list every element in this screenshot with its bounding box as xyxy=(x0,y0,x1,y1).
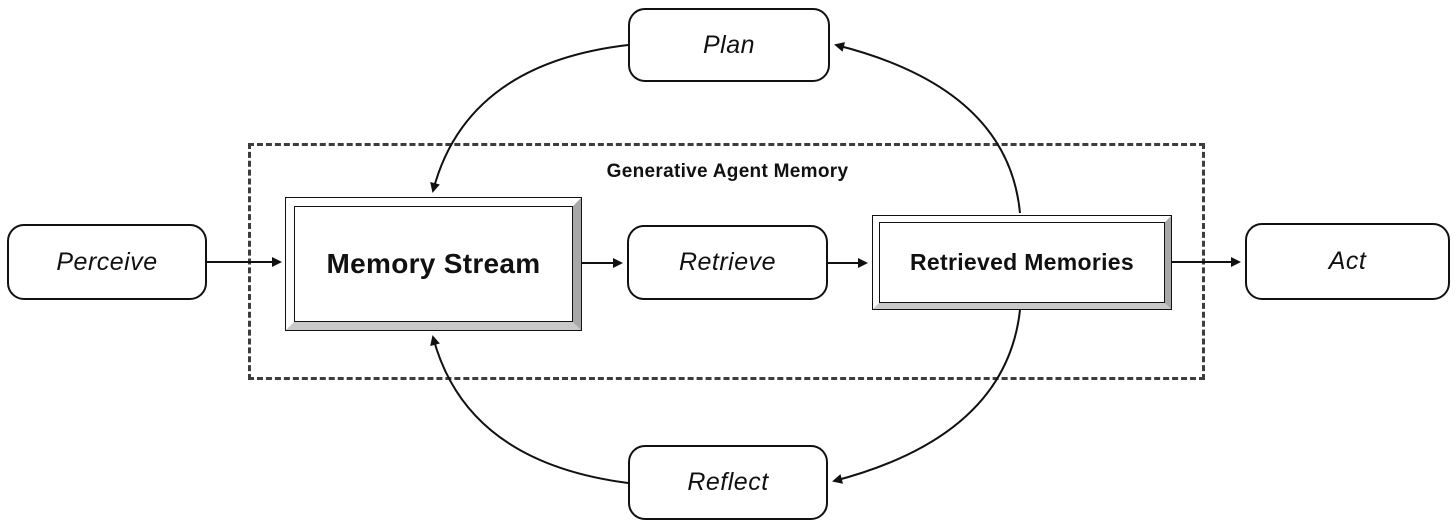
node-retrieve: Retrieve xyxy=(627,225,828,300)
node-retrieved-memories-label: Retrieved Memories xyxy=(910,249,1134,275)
retrieved-memories-frame-inner: Retrieved Memories xyxy=(879,222,1165,303)
memory-stream-frame-bevel: Memory Stream xyxy=(286,198,581,330)
retrieved-memories-frame-bevel: Retrieved Memories xyxy=(873,216,1171,309)
node-act: Act xyxy=(1245,223,1450,300)
node-act-label: Act xyxy=(1328,247,1367,275)
memory-stream-frame-inner: Memory Stream xyxy=(294,206,573,322)
node-reflect: Reflect xyxy=(628,445,828,520)
node-plan-label: Plan xyxy=(702,30,756,59)
node-reflect-label: Reflect xyxy=(687,468,769,496)
node-perceive: Perceive xyxy=(7,224,207,300)
node-memory-stream-label: Memory Stream xyxy=(326,248,541,279)
node-retrieve-label: Retrieve xyxy=(678,248,777,276)
node-plan: Plan xyxy=(628,8,830,82)
node-perceive-label: Perceive xyxy=(56,247,158,276)
region-title: Generative Agent Memory xyxy=(606,161,849,182)
node-retrieved-memories: Retrieved Memories xyxy=(872,215,1172,310)
node-memory-stream: Memory Stream xyxy=(285,197,582,331)
